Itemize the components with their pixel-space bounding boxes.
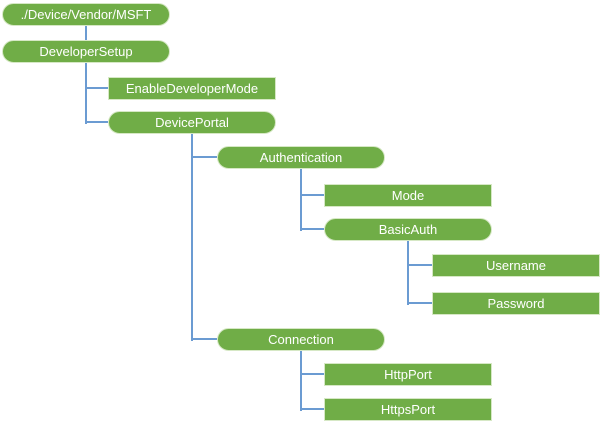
tree-node-connection: Connection — [217, 328, 385, 351]
connector-line — [301, 373, 324, 375]
connector-line — [192, 156, 217, 158]
connector-line — [86, 121, 108, 123]
connector-line — [407, 241, 409, 305]
connector-line — [408, 264, 432, 266]
connector-line — [191, 134, 193, 341]
connector-line — [300, 169, 302, 231]
tree-node-mode: Mode — [324, 184, 492, 207]
connector-line — [85, 63, 87, 124]
connector-line — [300, 351, 302, 411]
connector-line — [86, 87, 108, 89]
tree-node-password: Password — [432, 292, 600, 315]
connector-line — [301, 194, 324, 196]
tree-node-authentication: Authentication — [217, 146, 385, 169]
tree-node-basicauth: BasicAuth — [324, 218, 492, 241]
connector-line — [192, 338, 217, 340]
tree-node-username: Username — [432, 254, 600, 277]
tree-node-httpport: HttpPort — [324, 363, 492, 386]
tree-node-device-vendor-msft: ./Device/Vendor/MSFT — [2, 3, 170, 26]
connector-line — [408, 302, 432, 304]
connector-line — [301, 228, 324, 230]
connector-line — [301, 408, 324, 410]
tree-node-deviceportal: DevicePortal — [108, 111, 276, 134]
tree-node-developersetup: DeveloperSetup — [2, 40, 170, 63]
tree-node-enabledevelopermode: EnableDeveloperMode — [108, 77, 276, 100]
tree-node-httpsport: HttpsPort — [324, 398, 492, 421]
connector-line — [85, 26, 87, 40]
